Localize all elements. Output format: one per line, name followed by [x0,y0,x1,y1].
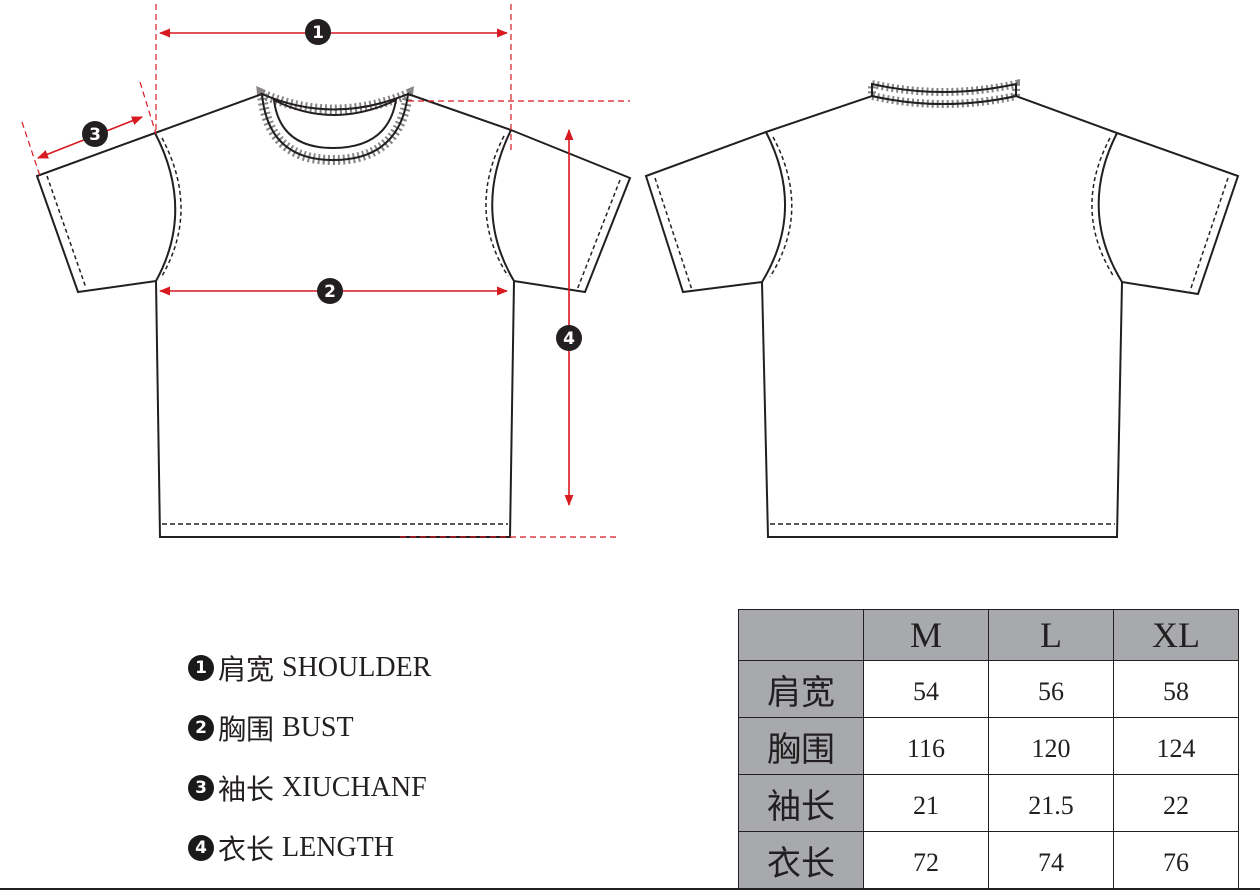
column-header: XL [1113,609,1239,661]
table-cell: 76 [1113,831,1239,889]
table-cell: 72 [863,831,989,889]
row-header: 肩宽 [738,660,864,718]
table-cell: 116 [863,717,989,775]
bottom-divider [0,888,1260,890]
table-row: 衣长 72 74 76 [738,831,1239,889]
table-row: 肩宽 54 56 58 [738,660,1239,718]
back-tshirt [644,78,1240,538]
legend-label-cn: 衣长 [218,835,275,866]
table-cell: 54 [863,660,989,718]
front-tshirt [35,86,632,538]
marker-badge: 4 [188,835,214,861]
legend-label-cn: 肩宽 [218,655,275,686]
marker-3: 3 [82,121,108,147]
column-header: M [863,609,989,661]
legend-label-cn: 胸围 [218,715,275,746]
marker-2: 2 [317,278,343,304]
legend-label-en: LENGTH [282,832,394,863]
svg-text:3: 3 [89,125,101,145]
table-row: 袖长 21 21.5 22 [738,774,1239,832]
row-header: 衣长 [738,831,864,889]
column-header: L [988,609,1114,661]
marker-1: 1 [305,19,331,45]
marker-badge: 1 [188,655,214,681]
marker-4: 4 [556,325,582,351]
row-header: 袖长 [738,774,864,832]
table-corner-cell [738,609,864,661]
measurement-legend: 1 肩宽 SHOULDER 2 胸围 BUST 3 袖长 XIUCHANF 4 … [188,638,431,878]
svg-text:1: 1 [312,23,324,43]
legend-item-sleeve: 3 袖长 XIUCHANF [188,758,431,818]
legend-item-length: 4 衣长 LENGTH [188,818,431,878]
legend-label-en: SHOULDER [282,652,432,683]
svg-text:4: 4 [563,329,575,349]
table-cell: 22 [1113,774,1239,832]
table-cell: 21 [863,774,989,832]
legend-label-cn: 袖长 [218,775,275,806]
table-row: 胸围 116 120 124 [738,717,1239,775]
table-cell: 74 [988,831,1114,889]
table-cell: 120 [988,717,1114,775]
tshirt-diagram: 1 2 3 4 [21,4,1240,538]
row-header: 胸围 [738,717,864,775]
measurement-guides [21,4,630,538]
table-cell: 21.5 [988,774,1114,832]
marker-badge: 3 [188,775,214,801]
legend-item-shoulder: 1 肩宽 SHOULDER [188,638,431,698]
svg-text:2: 2 [324,282,336,302]
marker-badge: 2 [188,715,214,741]
legend-label-en: XIUCHANF [282,772,427,803]
table-cell: 58 [1113,660,1239,718]
table-cell: 124 [1113,717,1239,775]
legend-label-en: BUST [282,712,354,743]
size-chart-table: M L XL 肩宽 54 56 58 胸围 116 120 124 袖长 21 … [738,609,1239,889]
table-cell: 56 [988,660,1114,718]
table-header-row: M L XL [738,609,1239,661]
legend-item-bust: 2 胸围 BUST [188,698,431,758]
